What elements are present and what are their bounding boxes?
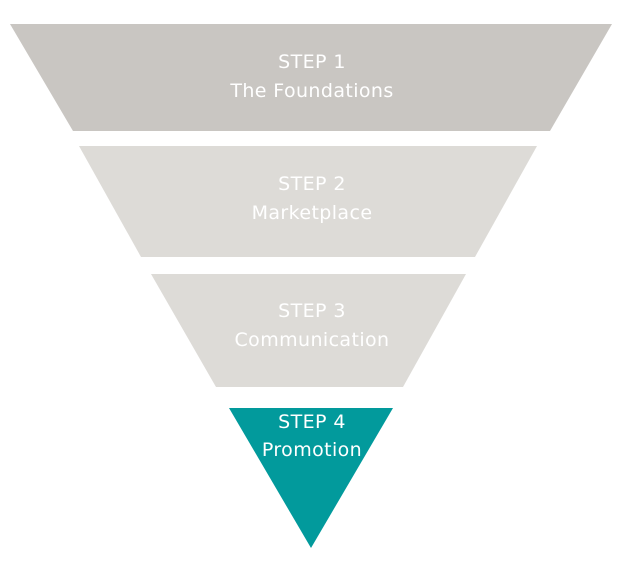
stage-2-step-label: STEP 2	[278, 173, 346, 195]
stage-3-step-label: STEP 3	[278, 300, 346, 322]
stage-1-step-label: STEP 1	[278, 51, 346, 73]
stage-4-step-label: STEP 4	[278, 411, 346, 433]
stage-2-name-label: Marketplace	[251, 202, 373, 224]
stage-3-name-label: Communication	[234, 329, 390, 351]
stage-1-name-label: The Foundations	[230, 80, 394, 102]
stage-4-name-label: Promotion	[261, 439, 363, 461]
